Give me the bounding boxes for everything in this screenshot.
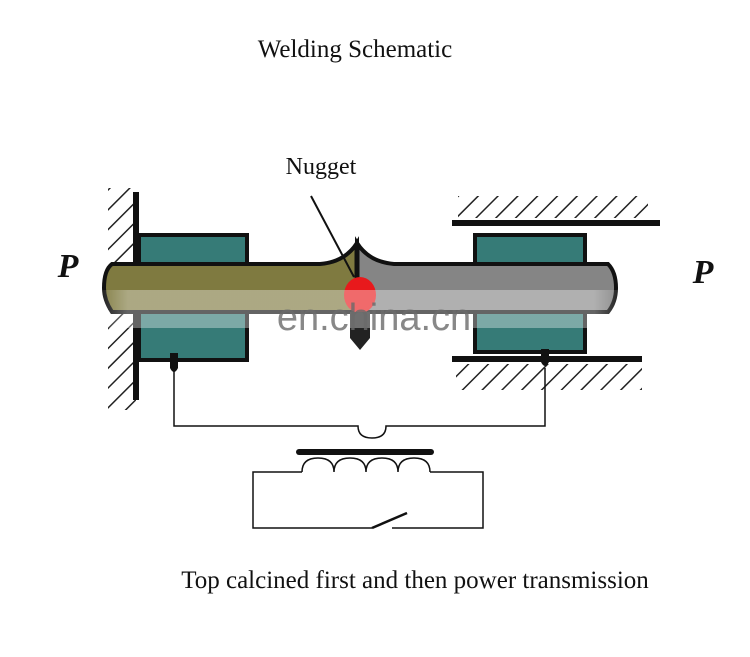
secondary-circuit-wire: [173, 368, 546, 439]
right-top-fixed-plate: [452, 196, 660, 226]
force-label-left: P: [57, 248, 79, 285]
left-upper-electrode: [137, 233, 249, 267]
nugget-label: Nugget: [286, 154, 357, 180]
switch: [371, 511, 408, 530]
right-upper-electrode: [473, 233, 587, 267]
diagram-caption: Top calcined first and then power transm…: [181, 567, 649, 594]
diagram-title: Welding Schematic: [258, 36, 452, 63]
primary-coil: [301, 457, 431, 473]
right-terminal: [541, 349, 549, 366]
watermark-band: [96, 290, 626, 328]
force-label-right: P: [692, 254, 714, 291]
nugget-pointer-line: [310, 195, 355, 278]
primary-circuit-wire: [252, 471, 484, 529]
watermark-text: en.china.cn: [277, 297, 471, 339]
left-terminal: [170, 353, 178, 372]
